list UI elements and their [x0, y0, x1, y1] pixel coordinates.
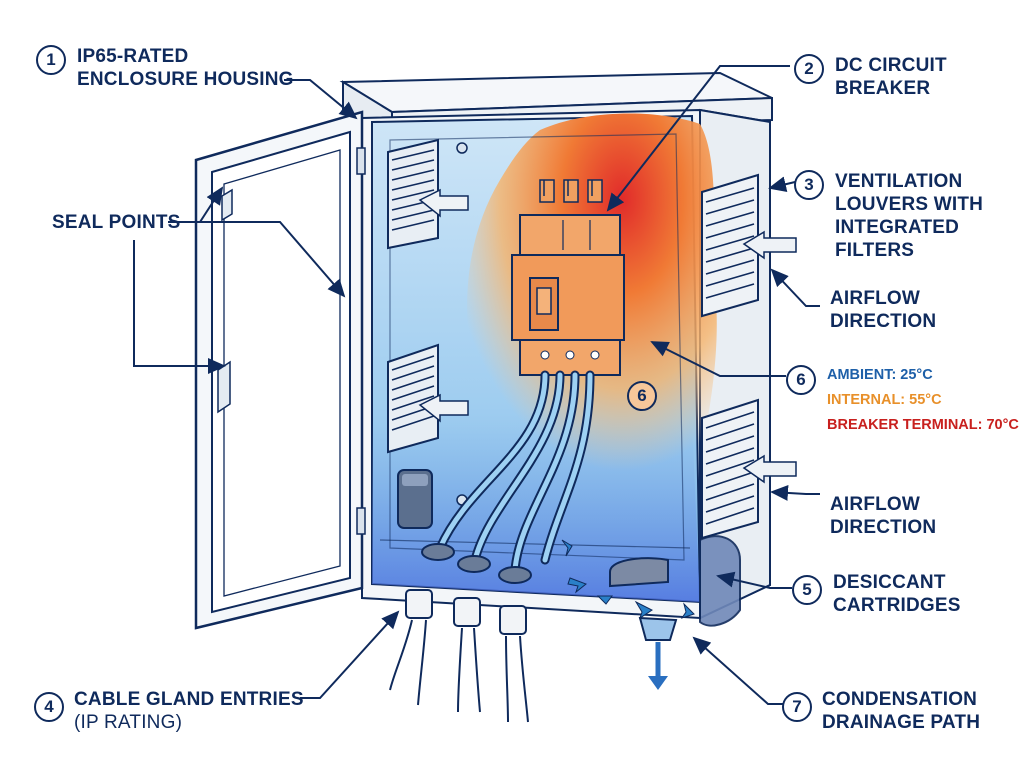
label-seal-points: SEAL POINTS	[52, 212, 181, 233]
temp-ambient: AMBIENT: 25°C	[827, 367, 933, 383]
interior-louver-bottom	[387, 343, 469, 454]
callout-2-badge: 2	[794, 54, 824, 84]
label-housing-line1: IP65-RATED	[77, 46, 189, 67]
enclosure-door	[194, 110, 366, 630]
label-airflow-top-line1: AIRFLOW	[830, 288, 921, 309]
label-glands-line1: CABLE GLAND ENTRIES	[74, 689, 304, 710]
label-airflow-top-line2: DIRECTION	[830, 311, 937, 332]
gland-rings-inside	[421, 543, 532, 584]
drain-outlet	[638, 616, 678, 690]
temp-breaker-terminal: BREAKER TERMINAL: 70°C	[827, 417, 1019, 433]
label-louvers-line1: VENTILATION	[835, 171, 963, 192]
callout-5-badge: 5	[792, 575, 822, 605]
desiccant-cartridge-floor	[609, 557, 669, 588]
label-drainage-line2: DRAINAGE PATH	[822, 712, 981, 733]
label-cable-gland-entries: CABLE GLAND ENTRIES (IP RATING)	[74, 688, 304, 734]
callout-6-badge: 6	[786, 365, 816, 395]
label-condensation-drainage: CONDENSATION DRAINAGE PATH	[822, 688, 980, 734]
label-housing-line2: ENCLOSURE HOUSING	[77, 69, 294, 90]
callout-1-badge: 1	[36, 45, 66, 75]
label-desiccant-line1: DESICCANT	[833, 572, 946, 593]
label-breaker-line1: DC CIRCUIT	[835, 55, 947, 76]
label-desiccant-line2: CARTRIDGES	[833, 595, 961, 616]
label-drainage-line1: CONDENSATION	[822, 689, 978, 710]
interior-louver-top	[387, 138, 469, 250]
label-glands-line2: (IP RATING)	[74, 712, 183, 733]
label-louvers-line4: FILTERS	[835, 240, 915, 261]
leader-lines	[133, 65, 820, 705]
callout-7-badge: 7	[782, 692, 812, 722]
label-airflow-bottom-line1: AIRFLOW	[830, 494, 921, 515]
condensation-flow	[561, 539, 695, 620]
label-desiccant-cartridges: DESICCANT CARTRIDGES	[833, 571, 961, 617]
label-louvers-line2: LOUVERS WITH	[835, 194, 984, 215]
label-louvers-line3: INTEGRATED	[835, 217, 960, 238]
label-airflow-top: AIRFLOW DIRECTION	[830, 287, 936, 333]
label-dc-circuit-breaker: DC CIRCUIT BREAKER	[835, 54, 947, 100]
callout-4-badge: 4	[34, 692, 64, 722]
exterior-louver-top	[701, 173, 797, 318]
desiccant-cartridge-left	[397, 469, 433, 529]
callout-6-inner-badge: 6	[627, 381, 657, 411]
dc-circuit-breaker	[511, 179, 625, 376]
exterior-louver-bottom	[701, 398, 797, 540]
label-airflow-bottom: AIRFLOW DIRECTION	[830, 493, 936, 539]
label-breaker-line2: BREAKER	[835, 78, 931, 99]
label-airflow-bottom-line2: DIRECTION	[830, 517, 937, 538]
temp-internal: INTERNAL: 55°C	[827, 392, 942, 408]
callout-3-badge: 3	[794, 170, 824, 200]
label-enclosure-housing: IP65-RATED ENCLOSURE HOUSING	[77, 45, 294, 91]
cable-gland-entries	[389, 589, 529, 723]
desiccant-cartridge-side	[699, 535, 741, 627]
label-ventilation-louvers: VENTILATION LOUVERS WITH INTEGRATED FILT…	[835, 170, 983, 262]
